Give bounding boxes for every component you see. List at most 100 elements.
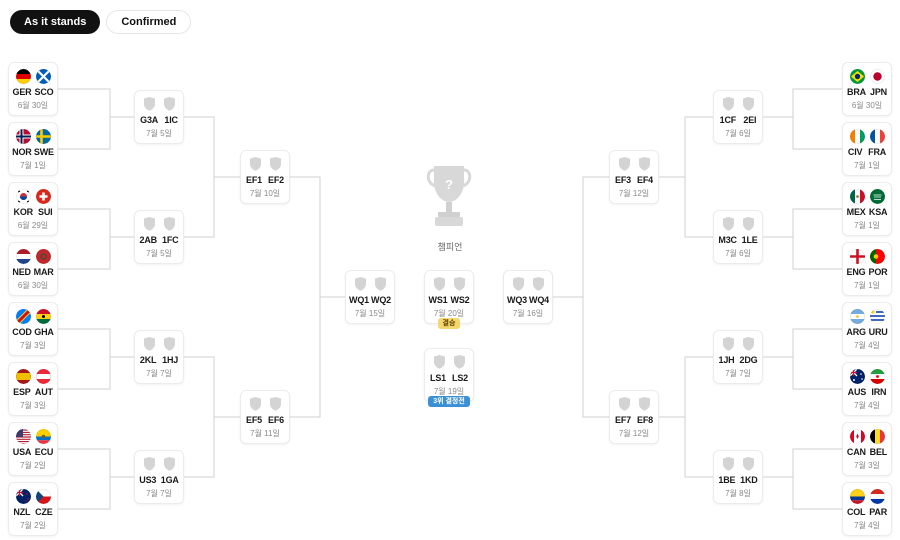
aus-flag-icon: [849, 369, 865, 384]
match-date: 7월 5일: [146, 129, 172, 138]
match-icons: [504, 277, 552, 291]
team-a-code: EF3: [615, 175, 631, 185]
aut-flag-icon: [35, 369, 51, 384]
team-placeholder-icon: [249, 397, 261, 411]
tab-confirmed[interactable]: Confirmed: [106, 10, 192, 34]
team-a-code: 1JH: [718, 355, 735, 365]
team-placeholder-icon: [722, 97, 734, 111]
team-placeholder-icon: [163, 217, 175, 231]
match-date: 7월 1일: [854, 221, 880, 230]
ger-flag-icon: [15, 69, 31, 84]
team-placeholder-icon: [722, 337, 734, 351]
match-icons: [714, 217, 762, 231]
team-placeholder-icon: [143, 337, 155, 351]
match-date: 7월 4일: [854, 401, 880, 410]
team-a-code: CAN: [846, 447, 866, 457]
bracket-connector: [792, 448, 842, 510]
ned-flag-icon: [15, 249, 31, 264]
svg-text:?: ?: [445, 177, 453, 192]
team-a-code: WQ3: [507, 295, 527, 305]
match-icons: [843, 129, 891, 144]
mar-flag-icon: [35, 249, 51, 264]
bracket-connector: [58, 208, 111, 270]
swe-flag-icon: [35, 129, 51, 144]
team-b-code: EF8: [637, 415, 653, 425]
trophy-icon: ?: [426, 166, 472, 226]
team-placeholder-icon: [163, 337, 175, 351]
match-date: 7월 1일: [854, 281, 880, 290]
team-b-code: SUI: [38, 207, 53, 217]
match-date: 7월 2일: [20, 521, 46, 530]
final-badge: 결승: [438, 318, 460, 329]
team-placeholder-icon: [433, 277, 445, 291]
team-placeholder-icon: [453, 277, 465, 291]
match-icons: [425, 277, 473, 291]
irn-flag-icon: [869, 369, 885, 384]
bracket-connector: [58, 448, 111, 510]
mex-flag-icon: [849, 189, 865, 204]
team-b-code: 2EI: [743, 115, 757, 125]
match-icons: [843, 309, 891, 324]
team-b-code: POR: [868, 267, 888, 277]
team-a-code: CIV: [847, 147, 863, 157]
team-a-code: 2AB: [139, 235, 158, 245]
match-date: 7월 15일: [354, 309, 386, 318]
team-b-code: PAR: [869, 507, 888, 517]
kor-flag-icon: [15, 189, 31, 204]
sui-flag-icon: [35, 189, 51, 204]
team-b-code: MAR: [33, 267, 54, 277]
team-a-code: 1CF: [719, 115, 737, 125]
match-date: 6월 30일: [851, 101, 883, 110]
match-date: 7월 3일: [20, 341, 46, 350]
bracket-connector: [582, 176, 609, 418]
team-b-code: KSA: [868, 207, 888, 217]
team-placeholder-icon: [143, 457, 155, 471]
match-icons: [135, 217, 183, 231]
match-date: 7월 4일: [854, 521, 880, 530]
team-placeholder-icon: [453, 355, 465, 369]
tab-as-it-stands[interactable]: As it stands: [10, 10, 101, 34]
team-b-code: 2DG: [739, 355, 758, 365]
match-date: 7월 19일: [433, 387, 465, 396]
team-a-code: G3A: [140, 115, 159, 125]
